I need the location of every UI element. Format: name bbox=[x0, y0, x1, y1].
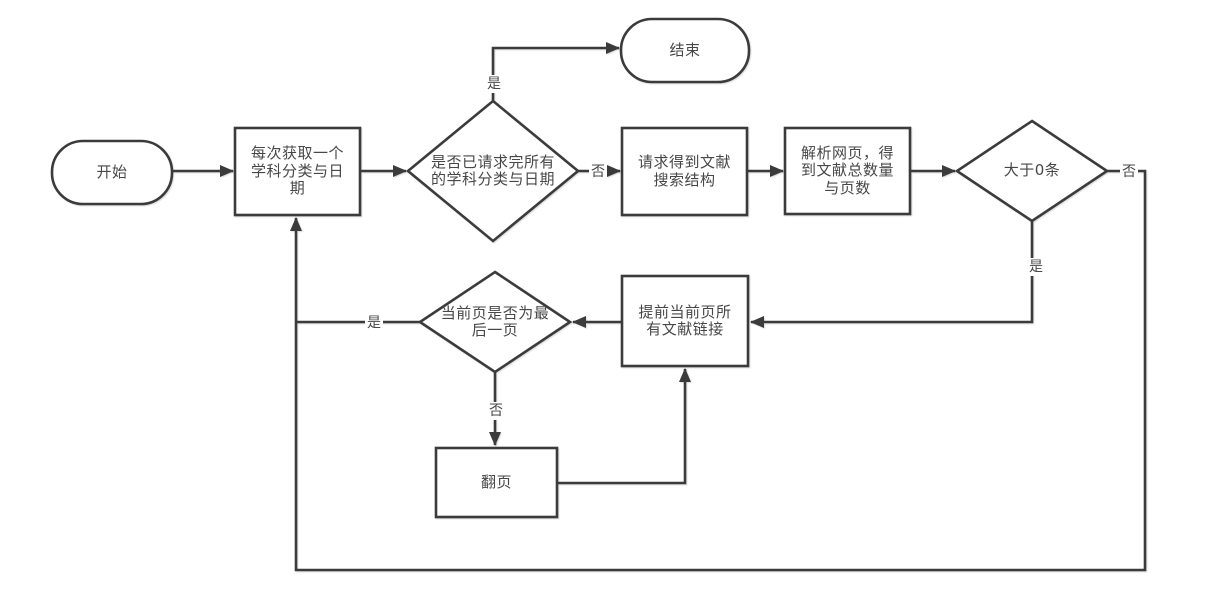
edge-all-requested-yes-to-end bbox=[491, 42, 620, 101]
edge-label-gt-zero-yes: 是 bbox=[1027, 258, 1045, 276]
fetch-category-node-shape bbox=[233, 126, 362, 217]
edge-gt-zero-yes-to-extract bbox=[750, 221, 1034, 328]
all-requested-decision-shape bbox=[405, 99, 581, 243]
edge-label-is-last-page-yes: 是 bbox=[365, 314, 383, 332]
is-last-page-decision-label: 当前页是否为最后一页 bbox=[440, 303, 550, 339]
request-results-node-label: 请求得到文献搜索结构 bbox=[637, 153, 731, 189]
all-requested-decision-label: 是否已请求完所有的学科分类与日期 bbox=[430, 152, 555, 188]
end-node-label: 结束 bbox=[669, 40, 701, 59]
extract-links-node-shape bbox=[620, 274, 750, 368]
start-node-shape bbox=[50, 139, 174, 206]
gt-zero-decision-label: 大于0条 bbox=[1003, 161, 1061, 180]
parse-page-node-label: 解析网页，得到文献总数量与页数 bbox=[800, 143, 894, 197]
edge-flip-to-extract bbox=[557, 368, 691, 485]
edge-gt-zero-no-loop-to-fetch bbox=[290, 169, 1147, 572]
start-node-label: 开始 bbox=[96, 162, 128, 181]
edge-label-is-last-page-no: 否 bbox=[487, 402, 505, 420]
flip-page-node-label: 翻页 bbox=[480, 472, 512, 491]
extract-links-node-label: 提前当前页所有文献链接 bbox=[638, 302, 732, 338]
edge-label-all-requested-no: 否 bbox=[589, 163, 607, 181]
parse-page-node-shape bbox=[783, 126, 912, 216]
edge-label-all-requested-yes: 是 bbox=[485, 75, 503, 93]
fetch-category-node-label: 每次获取一个学科分类与日期 bbox=[250, 144, 344, 198]
edge-label-gt-zero-no: 否 bbox=[1120, 163, 1138, 181]
end-node-shape bbox=[619, 17, 751, 84]
